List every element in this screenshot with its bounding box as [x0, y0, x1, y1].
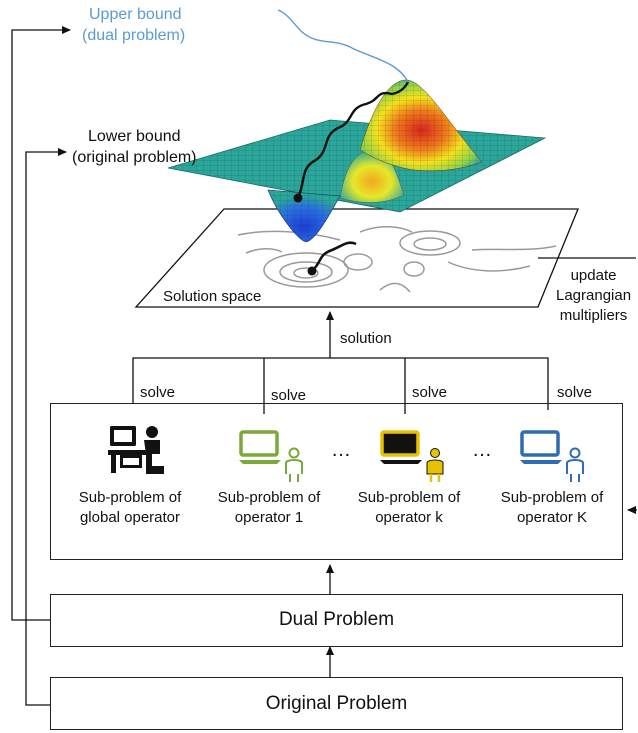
upper-bound-label: Upper bound (dual problem)	[82, 4, 185, 46]
lower-bound-line1: Lower bound	[88, 128, 181, 145]
operator-workstation-icon	[108, 426, 164, 474]
lower-bound-line2: (original problem)	[72, 149, 197, 166]
subproblem-line1: Sub-problem of	[500, 489, 604, 506]
update-line1: update	[570, 267, 617, 284]
solution-arrow	[132, 311, 549, 414]
lower-bound-feedback-line	[25, 148, 67, 706]
subproblems-container	[50, 403, 623, 560]
update-line2: Lagrangian	[556, 287, 632, 304]
subproblem-line2: global operator	[79, 509, 181, 526]
upper-bound-line1: Upper bound	[89, 6, 182, 23]
subproblem-line2: operator k	[375, 509, 443, 526]
upper-bound-line2: (dual problem)	[82, 27, 186, 44]
update-line3: multipliers	[559, 307, 628, 324]
solve-label-2: solve	[271, 387, 307, 404]
original-problem-box	[50, 677, 623, 730]
solve-label-4: solve	[557, 384, 593, 401]
subproblem-operator-K: Sub-problem of operator K	[482, 488, 622, 528]
subproblem-line2: operator 1	[234, 509, 304, 526]
solution-label: solution	[340, 330, 392, 347]
subproblem-operator-k: Sub-problem of operator k	[339, 488, 479, 528]
subproblem-line1: Sub-problem of	[217, 489, 321, 506]
laptop-user-icon	[380, 430, 444, 482]
solution-space-plane	[134, 208, 579, 308]
ellipsis-1: …	[331, 439, 351, 461]
solve-label-1: solve	[140, 384, 176, 401]
laptop-user-icon	[520, 430, 584, 482]
upper-bound-feedback-line	[11, 26, 71, 621]
update-multipliers-label: update Lagrangian multipliers	[556, 266, 631, 326]
subproblem-operator-1: Sub-problem of operator 1	[199, 488, 339, 528]
subproblem-line1: Sub-problem of	[357, 489, 461, 506]
lower-bound-label: Lower bound (original problem)	[72, 126, 197, 168]
dual-problem-label: Dual Problem	[278, 609, 395, 630]
ellipsis-2: …	[472, 439, 492, 461]
original-problem-label: Original Problem	[265, 693, 408, 714]
subproblem-line1: Sub-problem of	[78, 489, 182, 506]
subproblem-line2: operator K	[516, 509, 588, 526]
dual-problem-box	[50, 594, 623, 647]
solution-space-label: Solution space	[163, 288, 262, 305]
subproblem-global-operator: Sub-problem of global operator	[55, 488, 205, 528]
solve-label-3: solve	[412, 384, 448, 401]
laptop-user-icon	[239, 430, 303, 482]
objective-surface	[167, 9, 547, 243]
